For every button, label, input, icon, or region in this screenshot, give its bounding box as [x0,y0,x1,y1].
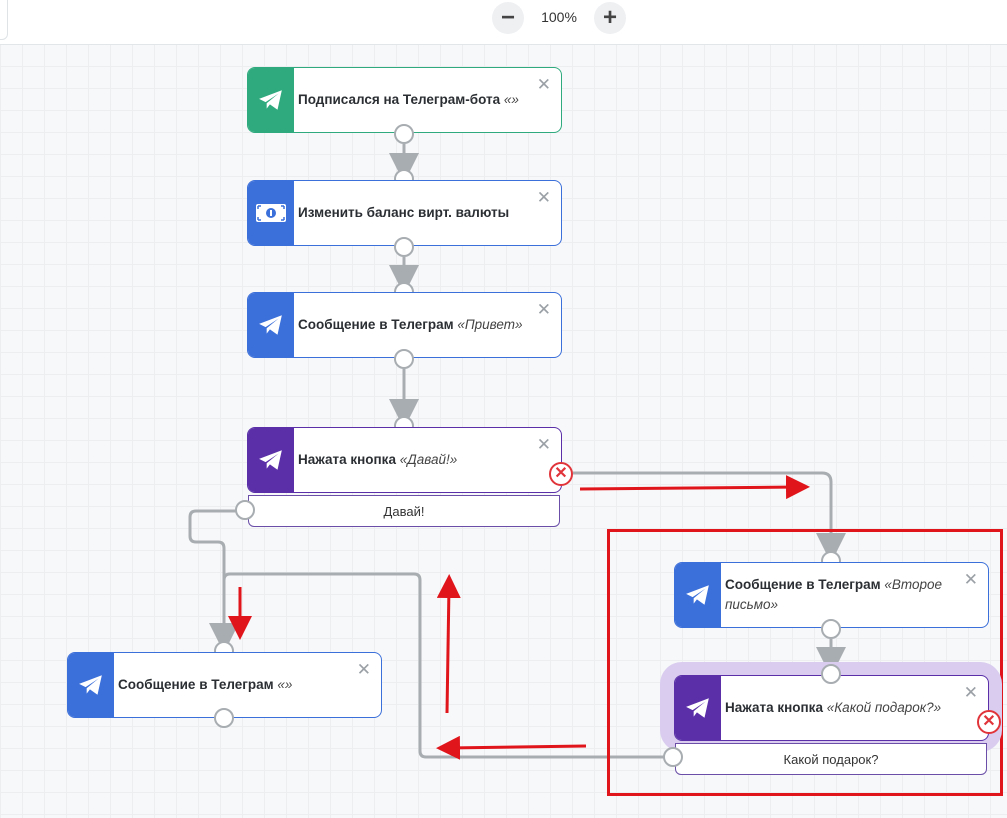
output-port[interactable] [394,349,414,369]
wire-7btn-5 [222,572,664,759]
annotation-arrow-right [579,475,810,500]
node-title: Нажата кнопка [298,452,396,467]
telegram-icon [686,585,709,605]
node-title: Сообщение в Телеграм [725,577,881,592]
node-param: «» [503,92,519,107]
button-output-port[interactable] [663,747,683,767]
node-title: Нажата кнопка [725,700,823,715]
wire-4btn-5 [188,509,239,653]
output-port[interactable] [214,708,234,728]
output-port[interactable] [821,619,841,639]
close-icon[interactable]: ✕ [536,75,551,94]
telegram-icon [259,315,282,335]
zoom-out-button[interactable]: − [492,2,524,34]
node-subscribed-telegram-bot[interactable]: Подписался на Телеграм-бота «» ✕ [247,67,562,133]
close-icon[interactable]: ✕ [963,570,978,589]
node-icon-area [248,68,294,132]
node-change-virtual-balance[interactable]: Изменить баланс вирт. валюты ✕ [247,180,562,246]
zoom-in-button[interactable]: + [594,2,626,34]
annotation-highlight-box [607,529,1003,796]
close-icon[interactable]: ✕ [356,660,371,679]
node-icon-area [675,563,721,627]
node-param: «» [277,677,293,692]
side-panel-edge [0,0,8,40]
money-icon [256,204,286,222]
fail-exit-icon[interactable]: ✕ [977,710,1001,734]
node-icon-area [248,181,294,245]
node-button-pressed-gift[interactable]: Нажата кнопка «Какой подарок?» ✕ [674,675,989,741]
node-title: Изменить баланс вирт. валюты [298,205,510,220]
node-param: «Давай!» [399,452,458,467]
zoom-level-label: 100% [541,9,577,25]
annotation-arrow-up [436,574,461,714]
node-title: Сообщение в Телеграм [298,317,454,332]
node-title: Подписался на Телеграм-бота [298,92,501,107]
close-icon[interactable]: ✕ [963,683,978,702]
button-output-port[interactable] [235,500,255,520]
node-button-option[interactable]: Давай! [248,495,560,527]
node-icon-area [68,653,114,717]
node-icon-area [248,428,294,492]
close-icon[interactable]: ✕ [536,435,551,454]
node-button-pressed-davai[interactable]: Нажата кнопка «Давай!» ✕ [247,427,562,493]
node-param: «Привет» [457,317,523,332]
node-button-option[interactable]: Какой подарок? [675,743,987,775]
node-title: Сообщение в Телеграм [118,677,274,692]
telegram-icon [686,698,709,718]
close-icon[interactable]: ✕ [536,300,551,319]
node-icon-area [248,293,294,357]
wire-4fail-6 [573,471,846,563]
fail-exit-icon[interactable]: ✕ [549,462,573,486]
telegram-icon [259,450,282,470]
output-port[interactable] [394,124,414,144]
input-port[interactable] [821,664,841,684]
close-icon[interactable]: ✕ [536,188,551,207]
output-port[interactable] [394,237,414,257]
annotation-arrow-left [436,735,587,760]
node-param: «Второе письмо» [725,577,942,612]
node-icon-area [675,676,721,740]
telegram-icon [79,675,102,695]
node-param: «Какой подарок?» [826,700,942,715]
canvas-toolbar: − 100% + [0,0,1007,45]
telegram-icon [259,90,282,110]
